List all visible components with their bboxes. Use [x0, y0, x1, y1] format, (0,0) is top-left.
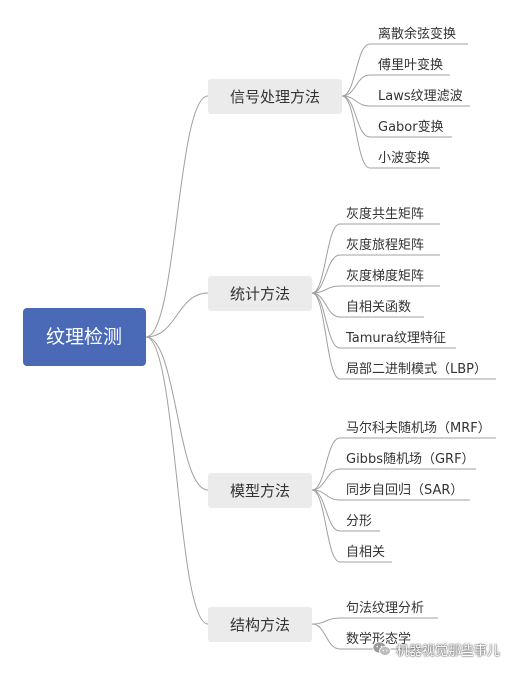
root-branch-connector — [145, 292, 209, 338]
leaf-node-label: 分形 — [346, 514, 372, 529]
leaf-node-label: Laws纹理滤波 — [378, 89, 463, 104]
leaf-node-label: 局部二进制模式（LBP） — [346, 362, 487, 377]
leaf-node[interactable]: Gabor变换 — [370, 119, 452, 138]
leaf-node-label: 马尔科夫随机场（MRF） — [346, 421, 491, 436]
branch-node-box — [208, 473, 312, 508]
branch-leaf-connector — [311, 623, 341, 650]
watermark: 机器视觉那些事儿 — [372, 638, 500, 660]
leaf-node-label: 句法纹理分析 — [346, 601, 424, 616]
root-node-label: 纹理检测 — [46, 326, 122, 348]
leaf-node[interactable]: 马尔科夫随机场（MRF） — [340, 421, 496, 439]
leaf-node[interactable]: 局部二进制模式（LBP） — [340, 362, 496, 380]
root-node-box — [23, 308, 146, 366]
branch-node-label: 信号处理方法 — [230, 88, 320, 106]
branch-leaf-connector — [311, 292, 341, 349]
branch-leaf-connector — [341, 74, 371, 97]
branch-leaf-connector — [311, 489, 341, 563]
branch-leaf-connector — [311, 254, 341, 294]
leaf-node[interactable]: 灰度梯度矩阵 — [340, 268, 440, 287]
leaf-node-label: 傅里叶变换 — [378, 57, 443, 73]
branch-leaf-connector — [341, 43, 371, 97]
root-branch-connector — [145, 336, 209, 491]
branch-leaf-connector — [311, 468, 341, 491]
connectors — [145, 43, 371, 650]
leaf-node[interactable]: 灰度共生矩阵 — [340, 206, 440, 225]
branch-node-label: 模型方法 — [230, 482, 290, 500]
root-node[interactable]: 纹理检测 — [23, 308, 146, 366]
leaf-node[interactable]: Gibbs随机场（GRF） — [340, 452, 476, 470]
branch-node-structural[interactable]: 结构方法 — [208, 607, 312, 642]
root-branch-connector — [145, 95, 209, 338]
branch-node-model[interactable]: 模型方法 — [208, 473, 312, 508]
leaf-node-label: 同步自回归（SAR） — [346, 483, 463, 498]
branch-node-label: 统计方法 — [230, 285, 290, 303]
leaf-node[interactable]: 自相关函数 — [340, 300, 424, 318]
leaf-node-label: 灰度梯度矩阵 — [346, 268, 424, 284]
leaf-node[interactable]: Tamura纹理特征 — [340, 331, 456, 349]
leaf-node-label: 自相关 — [346, 545, 385, 560]
branch-node-box — [208, 607, 312, 642]
leaf-node-label: 离散余弦变换 — [378, 26, 456, 42]
leaf-node[interactable]: 句法纹理分析 — [340, 601, 438, 619]
leaf-node[interactable]: 同步自回归（SAR） — [340, 483, 470, 501]
branch-leaf-connector — [311, 617, 341, 625]
wechat-icon — [372, 641, 391, 656]
branch-node-label: 结构方法 — [230, 616, 290, 634]
branch-leaf-connector — [311, 292, 341, 380]
leaf-node[interactable]: 小波变换 — [370, 150, 440, 169]
leaf-node[interactable]: 自相关 — [340, 545, 392, 563]
leaf-node-label: 小波变换 — [378, 150, 430, 166]
leaf-node-label: 数学形态学 — [346, 631, 411, 647]
leaf-node-label: 灰度旅程矩阵 — [346, 237, 424, 253]
branch-node-statistical[interactable]: 统计方法 — [208, 276, 312, 311]
leaf-node-label: Gabor变换 — [378, 119, 444, 135]
branch-leaf-connector — [311, 223, 341, 294]
leaf-node-label: 灰度共生矩阵 — [346, 206, 424, 222]
root-branch-connector — [145, 336, 209, 625]
leaf-node[interactable]: 离散余弦变换 — [370, 26, 468, 45]
leaf-node[interactable]: 灰度旅程矩阵 — [340, 237, 440, 256]
branch-leaf-connector — [311, 437, 341, 491]
leaf-node-label: 自相关函数 — [346, 300, 411, 315]
leaf-node-label: Tamura纹理特征 — [345, 331, 446, 346]
leaf-node-label: Gibbs随机场（GRF） — [346, 452, 475, 467]
branch-node-box — [208, 276, 312, 311]
leaf-node[interactable]: 分形 — [340, 514, 380, 532]
leaf-node[interactable]: Laws纹理滤波 — [370, 89, 470, 107]
leaf-node[interactable]: 傅里叶变换 — [370, 57, 450, 76]
branch-leaf-connector — [311, 285, 341, 294]
branch-node-signal[interactable]: 信号处理方法 — [208, 79, 342, 114]
watermark-label: 机器视觉那些事儿 — [396, 643, 501, 659]
branch-leaf-connector — [341, 95, 371, 169]
branch-node-box — [208, 79, 342, 114]
